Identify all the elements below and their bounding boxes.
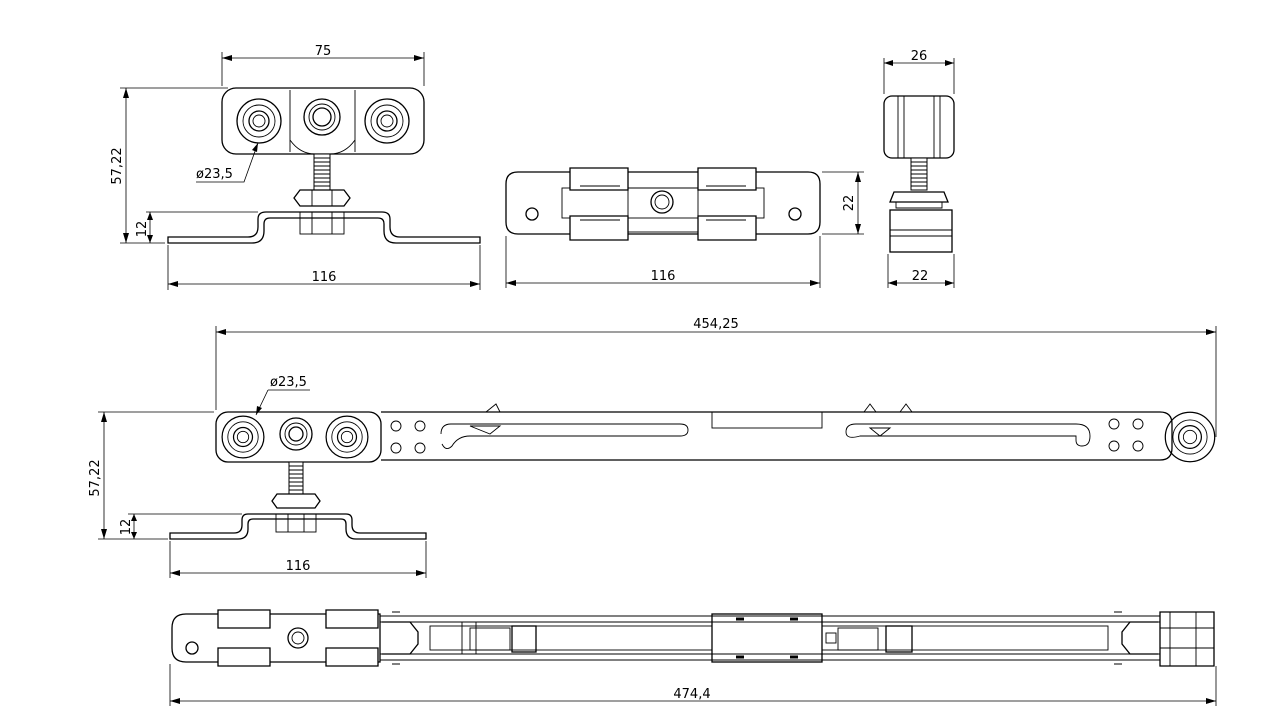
dimension-57-22-assembly: 57,22 [88,411,214,540]
dim-116-top-left-label: 116 [312,270,337,285]
dimension-12-assembly: 12 [119,513,242,539]
dim-57-22-top-label: 57,22 [110,147,125,184]
dim-12-assembly-label: 12 [119,519,134,536]
dim-26-label: 26 [911,49,928,64]
dimension-57-22-top: 57,22 [110,87,228,244]
dim-454-25-label: 454,25 [693,317,739,332]
plate-plan-view [505,167,821,241]
dim-22-plan-label: 22 [842,195,857,212]
dimension-diameter-assembly: ø23,5 [255,375,310,416]
dimension-22-plan: 22 [822,171,864,235]
dim-12-top-label: 12 [135,221,150,238]
dimension-116-top-left: 116 [167,245,481,290]
threaded-rod [313,153,331,191]
dim-116-plan-label: 116 [651,269,676,284]
dim-diameter-assembly-label: ø23,5 [270,375,307,390]
dim-57-22-assembly-label: 57,22 [88,459,103,496]
dim-474-4-label: 474,4 [673,687,710,702]
dim-75-label: 75 [315,44,332,59]
dimension-26: 26 [883,49,955,94]
dimension-116-assembly: 116 [169,541,427,578]
dimension-474-4: 474,4 [169,664,1217,706]
assembly-front-view [169,403,1216,540]
dimension-454-25: 454,25 [215,317,1217,437]
dimension-75: 75 [221,44,425,86]
dim-116-assembly-label: 116 [286,559,311,574]
carriage-front-view [167,87,481,244]
dimension-12-top: 12 [135,211,258,243]
dimension-22-end: 22 [887,254,955,288]
assembly-plan-view [171,609,1215,667]
dimension-diameter-top: ø23,5 [196,142,259,183]
dim-22-end-label: 22 [912,269,929,284]
dim-diameter-top-label: ø23,5 [196,167,233,182]
dimension-116-plan: 116 [505,236,821,288]
end-view [883,95,955,253]
